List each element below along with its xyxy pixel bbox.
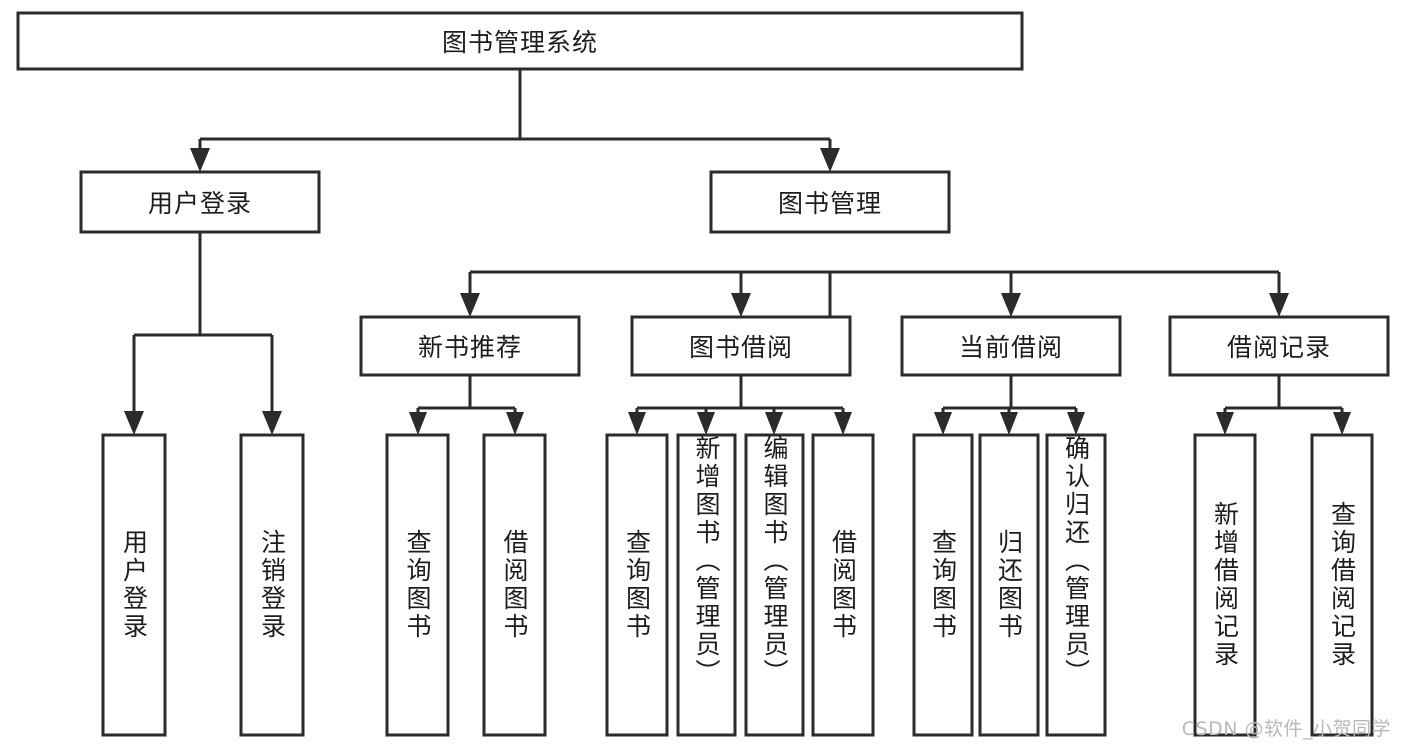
node-box-borrow-record[interactable] xyxy=(1168,315,1390,377)
arrowhead-leaf-borrow-book-1 xyxy=(506,412,524,435)
node-box-leaf-borrow-book-2[interactable] xyxy=(811,433,875,737)
node-box-leaf-logout[interactable] xyxy=(239,433,305,737)
node-box-root[interactable] xyxy=(16,11,1024,71)
edge-newbookrec-to-bus xyxy=(416,375,517,418)
node-box-leaf-confirm-return[interactable] xyxy=(1045,433,1107,737)
node-box-leaf-edit-book[interactable] xyxy=(744,433,805,737)
node-box-leaf-return-book[interactable] xyxy=(978,433,1040,737)
node-layer xyxy=(16,11,1390,737)
arrowhead-user-login xyxy=(190,148,210,172)
arrowhead-new-book-rec xyxy=(460,293,480,317)
arrowhead-leaf-query-book-2 xyxy=(628,412,646,435)
arrowhead-leaf-query-record xyxy=(1333,412,1351,435)
edge-borrowrecord-to-bus xyxy=(1223,375,1344,418)
edge-currentborrow-to-bus xyxy=(941,375,1078,418)
edge-root-to-bus xyxy=(198,69,832,155)
node-box-leaf-borrow-book-1[interactable] xyxy=(482,433,547,737)
node-box-leaf-query-book-3[interactable] xyxy=(912,433,974,737)
arrowhead-leaf-query-book-3 xyxy=(934,412,952,435)
arrowhead-leaf-user-login xyxy=(124,411,144,435)
arrowhead-book-borrow xyxy=(731,293,751,317)
arrowhead-current-borrow xyxy=(1001,293,1021,317)
arrowhead-leaf-add-record xyxy=(1216,412,1234,435)
node-box-leaf-add-record[interactable] xyxy=(1193,433,1257,737)
node-box-current-borrow[interactable] xyxy=(900,315,1122,377)
arrowhead-book-manage xyxy=(820,148,840,172)
arrowhead-borrow-record xyxy=(1269,293,1289,317)
arrowhead-leaf-borrow-book-2 xyxy=(834,412,852,435)
node-box-book-borrow[interactable] xyxy=(630,315,852,377)
edge-userlogin-to-bus xyxy=(132,232,274,418)
node-box-leaf-query-book-1[interactable] xyxy=(385,433,450,737)
node-box-leaf-query-record[interactable] xyxy=(1310,433,1374,737)
node-box-leaf-query-book-2[interactable] xyxy=(605,433,669,737)
node-box-user-login[interactable] xyxy=(79,170,321,234)
node-box-book-manage[interactable] xyxy=(709,170,951,234)
arrowhead-leaf-query-book-1 xyxy=(409,412,427,435)
node-box-leaf-user-login[interactable] xyxy=(101,433,167,737)
connector-layer xyxy=(124,69,1351,435)
arrowhead-leaf-add-book xyxy=(697,412,715,435)
arrowhead-leaf-edit-book xyxy=(765,412,783,435)
node-box-leaf-add-book[interactable] xyxy=(676,433,737,737)
node-box-new-book-rec[interactable] xyxy=(359,315,581,377)
arrowhead-leaf-confirm-return xyxy=(1067,412,1085,435)
arrowhead-leaf-logout xyxy=(262,411,282,435)
edge-bookmanage-to-bus xyxy=(468,270,1281,375)
edge-bookborrow-to-bus xyxy=(635,375,845,418)
arrowhead-leaf-return-book xyxy=(1000,412,1018,435)
